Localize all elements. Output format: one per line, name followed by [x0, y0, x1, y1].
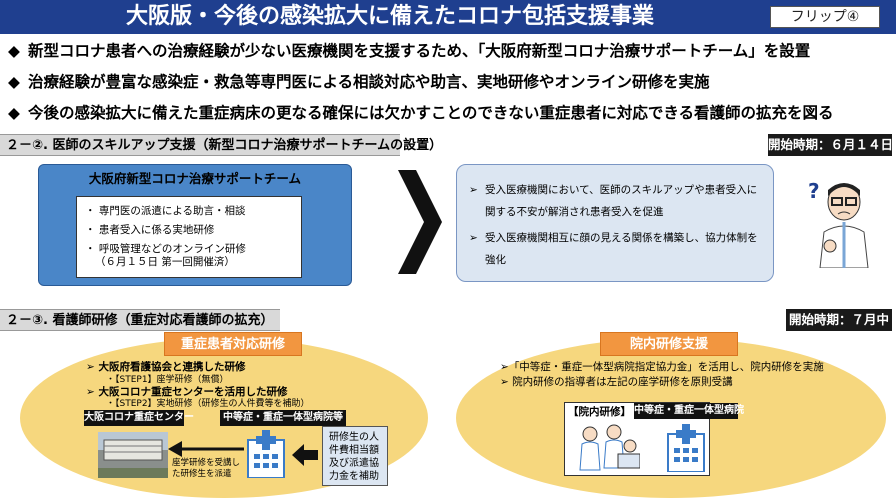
- bullet-text: 新型コロナ患者への治療経験が少ない医療機関を支援するため、「大阪府新型コロナ治療…: [28, 42, 811, 60]
- hospital-icon: [667, 424, 705, 472]
- right-line-2: ➢ 院内研修の指導者は左記の座学研修を原則受講: [500, 376, 733, 388]
- list-item: ・ 専門医の派遣による助言・相談: [85, 205, 246, 217]
- dispatch-text: 座学研修を受講した研修生を派遣: [172, 458, 241, 479]
- page-title: 大阪版・今後の感染拡大に備えたコロナ包括支援事業: [125, 4, 654, 29]
- diamond-icon: ◆: [8, 73, 20, 91]
- doctor-illustration: ?: [808, 179, 869, 268]
- right-hospital-tag: 中等症・重症一体型病院: [634, 403, 744, 419]
- list-item-note: （６月１５日 第一回開催済）: [95, 256, 235, 268]
- outcome-text: 受入医療機関相互に顔の見える関係を構築し、協力体制を強化: [485, 232, 758, 266]
- left-line-1: ➢ 大阪府看護協会と連携した研修: [86, 361, 246, 373]
- list-item: ・ 患者受入に係る実地研修: [85, 224, 215, 236]
- left-line-2-sub: ・【STEP2】実地研修（研修生の人件費等を補助）: [106, 399, 310, 409]
- list-item: ・ 呼吸管理などのオンライン研修: [85, 243, 246, 255]
- left-line-1-sub: ・【STEP1】座学研修（無償）: [106, 375, 229, 385]
- outcome-text: 受入医療機関において、医師のスキルアップや患者受入に関する不安が解消され患者受入…: [485, 184, 758, 218]
- arrow-bullet-icon: ➢: [469, 232, 478, 244]
- bullet-text: 今後の感染拡大に備えた重症病床の更なる確保には欠かすことのできない重症患者に対応…: [28, 104, 834, 122]
- severe-training-label: 重症患者対応研修: [164, 332, 302, 356]
- outcome-item-1: ➢ 受入医療機関において、医師のスキルアップや患者受入に関する不安が解消され患者受…: [469, 179, 763, 223]
- diamond-icon: ◆: [8, 42, 20, 60]
- dispatch-arrow-icon: [168, 441, 244, 457]
- bullet-2: ◆ 治療経験が豊富な感染症・救急等専門医による相談対応や助言、実地研修やオンライン…: [8, 69, 888, 95]
- section-2-heading: ２－③. 看護師研修（重症対応看護師の拡充）: [0, 309, 280, 331]
- bullet-text: 治療経験が豊富な感染症・救急等専門医による相談対応や助言、実地研修やオンライン研…: [28, 73, 710, 91]
- right-chevron-icon: [398, 170, 442, 274]
- outcome-box: ➢ 受入医療機関において、医師のスキルアップや患者受入に関する不安が解消され患者受…: [456, 164, 774, 282]
- flip-label: フリップ④: [770, 6, 880, 28]
- inhouse-tag: 【院内研修】: [568, 406, 631, 418]
- title-bar: [0, 0, 896, 34]
- start-date-badge-1: 開始時期：６月１４日: [768, 134, 893, 156]
- right-line-1: ➢「中等症・重症一体型病院指定協力金」を活用し、院内研修を実施: [500, 361, 824, 373]
- question-mark-icon: ?: [808, 179, 820, 203]
- support-team-title: 大阪府新型コロナ治療サポートチーム: [88, 171, 302, 186]
- hospital-tag: 中等症・重症一体型病院等: [220, 410, 346, 426]
- outcome-item-2: ➢ 受入医療機関相互に顔の見える関係を構築し、協力体制を強化: [469, 227, 763, 271]
- bullet-1: ◆ 新型コロナ患者への治療経験が少ない医療機関を支援するため、「大阪府新型コロナ治…: [8, 38, 888, 64]
- subsidy-box: 研修生の人件費相当額及び派遣協力金を補助: [322, 426, 388, 486]
- subsidy-arrow-icon: [292, 444, 318, 466]
- diamond-icon: ◆: [8, 104, 20, 122]
- center-tag: 大阪コロナ重症センター: [84, 410, 194, 426]
- hospital-icon: [247, 430, 285, 478]
- bullet-3: ◆ 今後の感染拡大に備えた重症病床の更なる確保には欠かすことのできない重症患者に対…: [8, 100, 888, 126]
- section-1-heading: ２－②. 医師のスキルアップ支援（新型コロナ治療サポートチームの設置）: [0, 134, 442, 156]
- nurses-illustration: [579, 424, 640, 471]
- left-line-2: ➢ 大阪コロナ重症センターを活用した研修: [86, 386, 288, 398]
- support-team-list: ・ 専門医の派遣による助言・相談 ・ 患者受入に係る実地研修 ・ 呼吸管理などの…: [76, 196, 302, 278]
- start-date-badge-2: 開始時期：７月中: [786, 309, 892, 331]
- arrow-bullet-icon: ➢: [469, 184, 478, 196]
- inhouse-training-label: 院内研修支援: [600, 332, 738, 356]
- center-building-photo: [98, 432, 168, 478]
